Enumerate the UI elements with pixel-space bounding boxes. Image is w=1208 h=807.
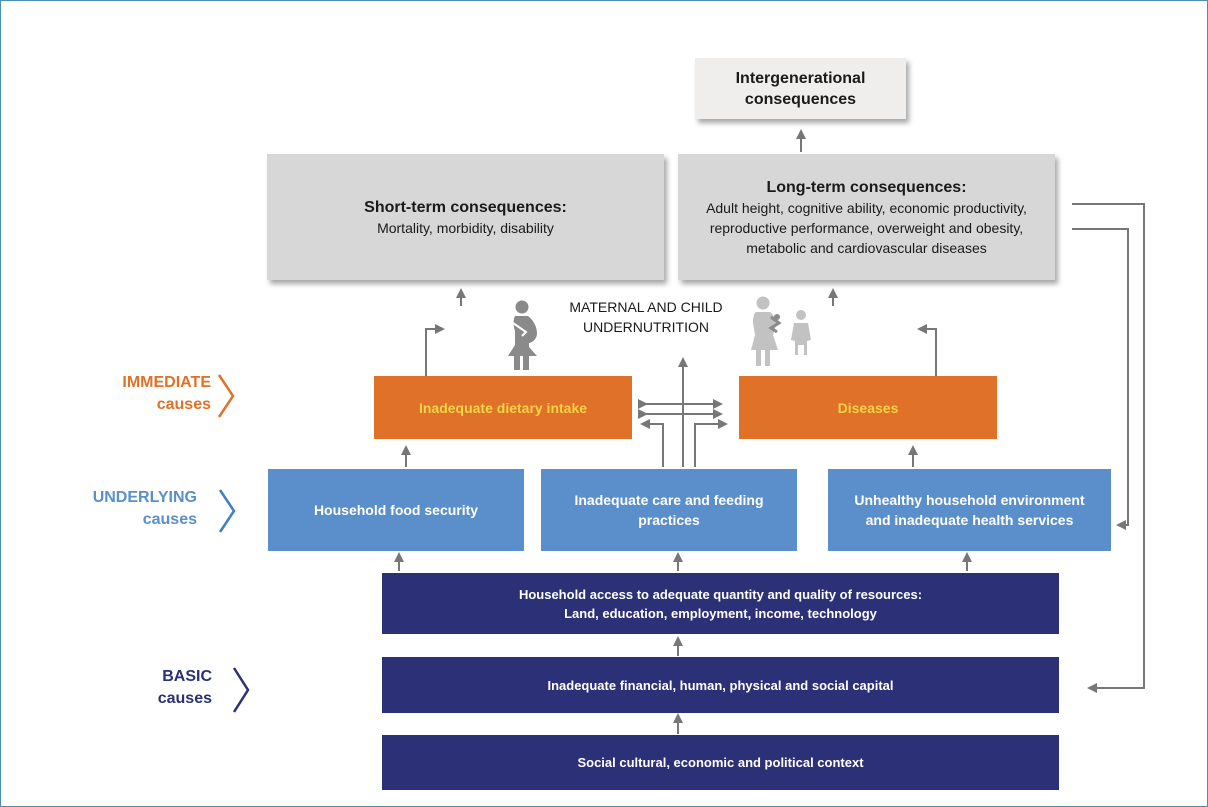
- underlying-label-top: UNDERLYING: [92, 489, 197, 506]
- short-term-text: Mortality, morbidity, disability: [377, 219, 554, 236]
- environment-label: Unhealthy household environment and inad…: [854, 492, 1085, 528]
- long-term-title: Long-term consequences:: [766, 178, 967, 196]
- dietary-intake-box: Inadequate dietary intake: [374, 376, 632, 439]
- short-term-box: Short-term consequences: Mortality, morb…: [267, 154, 664, 280]
- pregnant-woman-icon: [508, 300, 537, 370]
- basic-label-bottom: causes: [157, 690, 212, 707]
- arrow-dietary-to-undernutrition: [425, 324, 445, 376]
- undernutrition-label: MATERNAL AND CHILD UNDERNUTRITION: [569, 299, 723, 335]
- food-security-box: Household food security: [268, 469, 524, 551]
- household-access-box: Household access to adequate quantity an…: [382, 573, 1059, 634]
- intergenerational-title: Intergenerational consequences: [735, 69, 866, 108]
- immediate-label-top: IMMEDIATE: [122, 374, 211, 391]
- underlying-causes-label: UNDERLYING causes: [41, 487, 197, 531]
- short-term-title: Short-term consequences:: [364, 198, 567, 216]
- diseases-label: Diseases: [837, 399, 899, 416]
- food-security-label: Household food security: [313, 502, 479, 518]
- feedback-long-term-to-environment: [1072, 228, 1129, 530]
- intergenerational-box: Intergenerational consequences: [695, 58, 906, 119]
- context-label: Social cultural, economic and political …: [577, 755, 864, 770]
- basic-label-top: BASIC: [162, 668, 212, 685]
- long-term-box: Long-term consequences: Adult height, co…: [678, 154, 1055, 280]
- context-box: Social cultural, economic and political …: [382, 735, 1059, 790]
- immediate-causes-label: IMMEDIATE causes: [61, 372, 211, 416]
- immediate-label-bottom: causes: [156, 396, 211, 413]
- underlying-label-bottom: causes: [142, 511, 197, 528]
- arrow-care-to-dietary: [640, 419, 664, 467]
- dietary-intake-label: Inadequate dietary intake: [418, 399, 588, 416]
- feedback-long-term-to-capital: [1072, 203, 1145, 693]
- underlying-chevron-icon: [218, 489, 236, 533]
- long-term-text: Adult height, cognitive ability, economi…: [706, 199, 1027, 256]
- environment-box: Unhealthy household environment and inad…: [828, 469, 1111, 551]
- basic-chevron-icon: [232, 667, 250, 713]
- diseases-box: Diseases: [739, 376, 997, 439]
- mother-child-icon: [751, 296, 811, 366]
- care-feeding-label: Inadequate care and feeding practices: [574, 492, 764, 528]
- household-access-line1: Household access to adequate quantity an…: [518, 586, 923, 602]
- arrow-diseases-to-undernutrition: [917, 324, 937, 376]
- immediate-chevron-icon: [217, 374, 235, 418]
- capital-box: Inadequate financial, human, physical an…: [382, 657, 1059, 713]
- capital-label: Inadequate financial, human, physical an…: [547, 677, 894, 693]
- arrow-care-to-diseases: [694, 419, 728, 467]
- basic-causes-label: BASIC causes: [61, 666, 212, 710]
- care-feeding-box: Inadequate care and feeding practices: [541, 469, 797, 551]
- household-access-line2: Land, education, employment, income, tec…: [564, 605, 877, 621]
